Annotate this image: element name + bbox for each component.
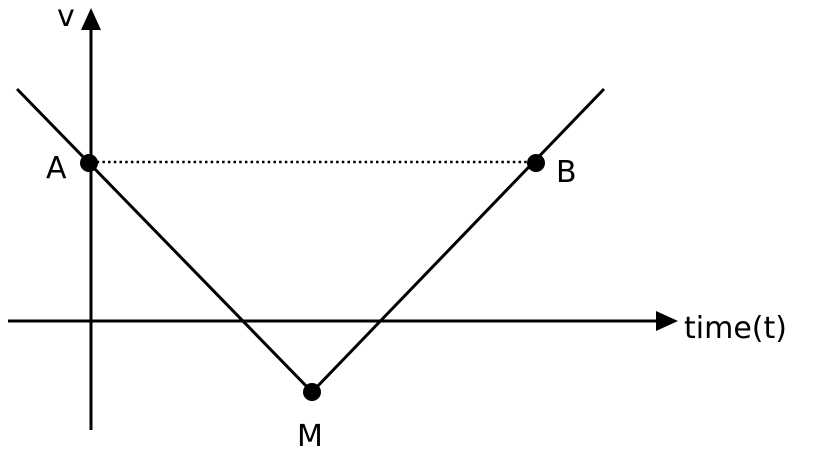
- point-m-label: M: [297, 419, 323, 451]
- ascending-line: [310, 87, 606, 394]
- point-b: [527, 154, 545, 172]
- point-m: [303, 383, 321, 401]
- point-a: [80, 154, 98, 172]
- time-axis-arrowhead: [656, 311, 678, 331]
- point-a-label: A: [46, 151, 67, 186]
- point-b-label: B: [556, 155, 577, 190]
- time-axis-label: time(t): [684, 311, 787, 346]
- velocity-axis-label: v: [57, 0, 75, 34]
- descending-line: [15, 87, 314, 394]
- velocity-axis-arrowhead: [81, 8, 101, 30]
